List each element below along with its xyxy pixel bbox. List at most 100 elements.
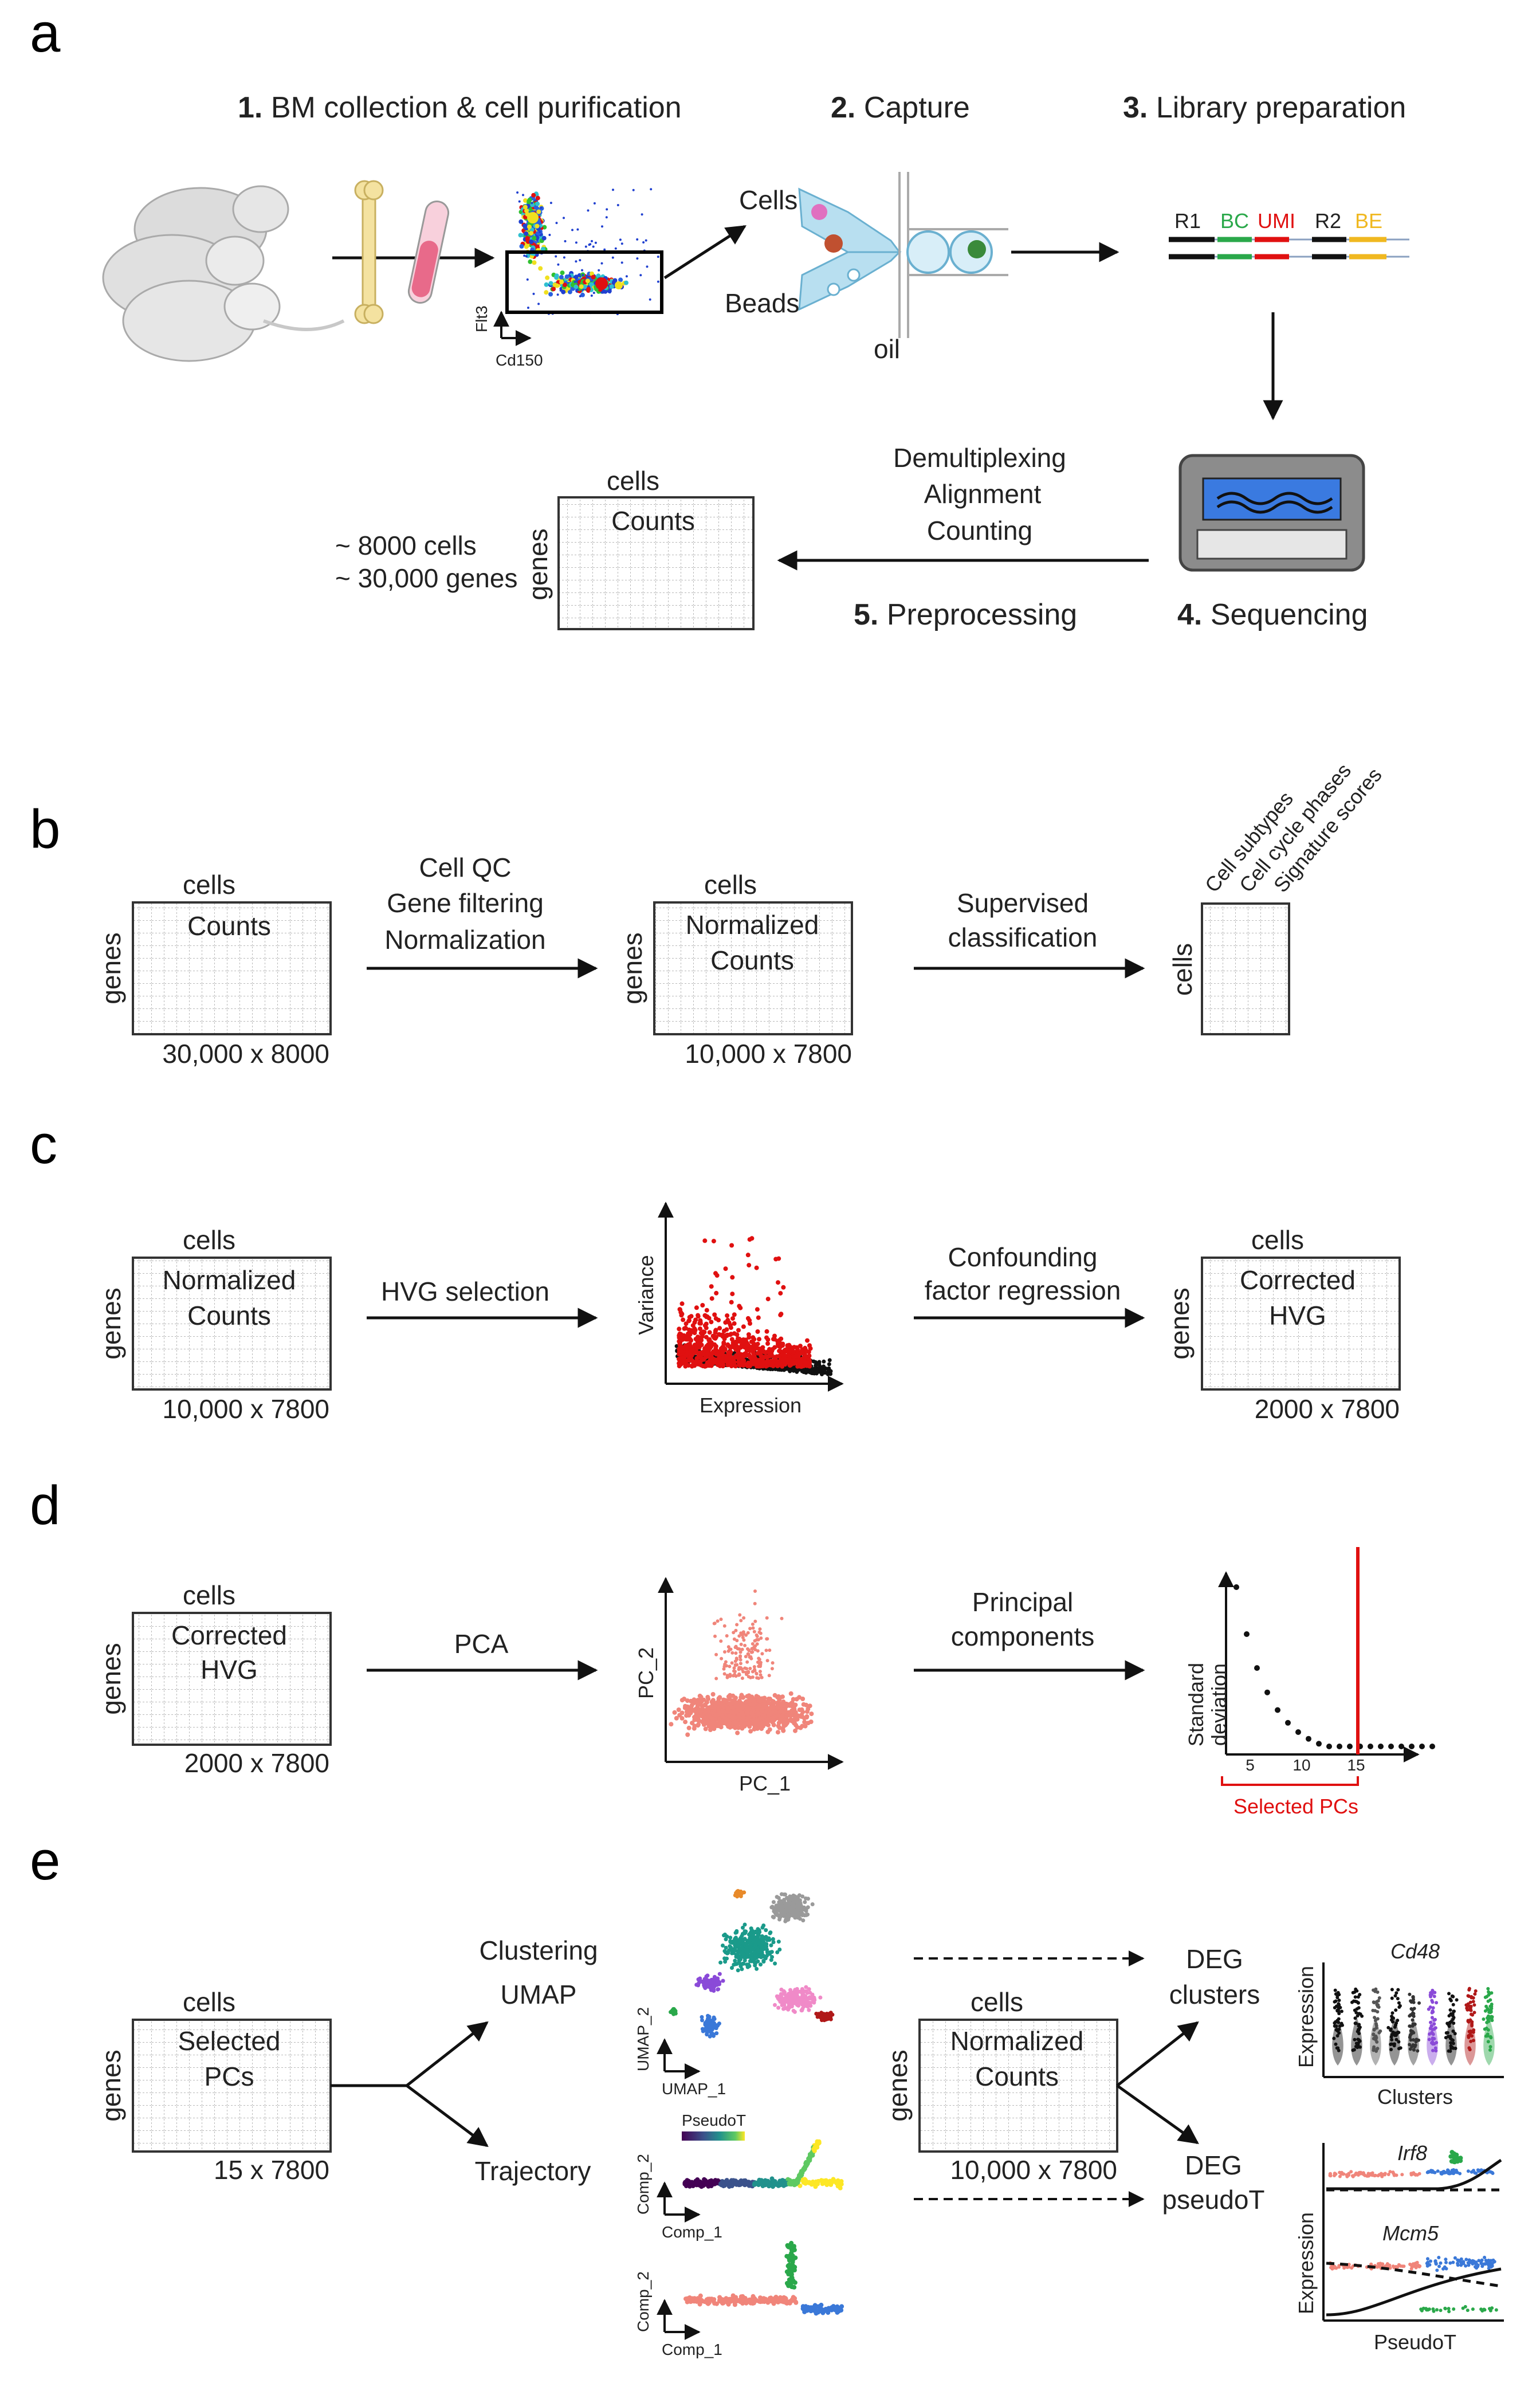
mice-illustration: [102, 185, 345, 362]
scatter-dot: [573, 276, 576, 278]
scatter-dot: [726, 1951, 730, 1955]
matrix-b3: cells Cell subtypes Cell cycle phases Si…: [1168, 759, 1386, 1035]
matrix-e1-title-2: PCs: [205, 2062, 254, 2091]
scatter-dot: [738, 1613, 742, 1617]
scatter-dot: [739, 1693, 744, 1698]
scatter-dot: [802, 1355, 807, 1360]
scatter-dot: [723, 1650, 726, 1654]
scatter-dot: [740, 1359, 745, 1364]
scatter-dot: [767, 2184, 772, 2189]
scatter-dot: [802, 1719, 807, 1725]
matrix-b2-dims: 10,000 x 7800: [685, 1039, 852, 1069]
scatter-dot: [724, 1660, 728, 1664]
scatter-dot: [771, 1706, 776, 1711]
scatter-dot: [620, 242, 623, 245]
scatter-dot: [823, 2017, 828, 2022]
scatter-dot: [773, 1961, 777, 1966]
panel-label-d: d: [30, 1475, 60, 1536]
scatter-dot: [592, 245, 595, 248]
scatter-dot: [701, 1717, 706, 1722]
scatter-dot: [755, 1671, 759, 1675]
scatter-dot: [529, 231, 534, 236]
scatter-dot: [625, 275, 628, 278]
scatter-dot: [712, 2033, 716, 2038]
scatter-dot: [768, 1950, 772, 1954]
scatter-dot: [1398, 1744, 1404, 1749]
scatter-dot: [767, 1674, 771, 1678]
matrix-b2-title-1: Normalized: [686, 910, 819, 940]
scatter-dot: [713, 1701, 718, 1706]
scatter-dot: [557, 263, 560, 266]
scatter-dot: [548, 234, 551, 236]
scatter-dot: [548, 281, 553, 286]
scatter-dot: [788, 1913, 793, 1917]
scatter-dot: [732, 1331, 737, 1336]
scatter-dot: [776, 1367, 780, 1372]
scatter-dot: [560, 270, 565, 276]
scatter-dot: [736, 1955, 740, 1960]
hvg-plot: Variance Expression: [634, 1202, 844, 1417]
arrow-c2-labels: Confounding factor regression: [925, 1242, 1121, 1305]
matrix-b1-side: genes: [96, 932, 126, 1004]
scatter-dot: [516, 191, 519, 194]
scatter-dot: [753, 1639, 757, 1643]
scatter-dot: [723, 1266, 728, 1271]
scatter-dot: [685, 1732, 690, 1737]
scatter-dot: [790, 2180, 795, 2184]
scatter-dot: [694, 1345, 700, 1351]
scatter-dot: [741, 1947, 745, 1952]
scatter-dot: [575, 260, 578, 263]
matrix-b2-top: cells: [704, 870, 757, 900]
scatter-dot: [757, 1337, 761, 1342]
scatter-dot: [709, 2178, 714, 2183]
scatter-dot: [802, 1905, 806, 1910]
scatter-dot: [692, 1717, 697, 1722]
scatter-dot: [684, 1709, 689, 1714]
scatter-dot: [583, 284, 587, 289]
scatter-dot: [755, 1329, 760, 1334]
scatter-dot: [698, 2184, 704, 2189]
arrow-b2-labels: Supervised classification: [948, 888, 1098, 952]
scatter-dot: [756, 1315, 761, 1320]
scatter-dot: [605, 216, 608, 219]
scatter-dot: [563, 256, 565, 259]
read-bc: BC: [1220, 209, 1249, 233]
scatter-dot: [785, 1903, 789, 1908]
scatter-dot: [694, 1305, 699, 1310]
scatter-dot: [641, 213, 643, 216]
scatter-dot: [544, 282, 549, 287]
scatter-dot: [730, 1291, 735, 1297]
scatter-dot: [804, 2160, 809, 2165]
scatter-dot: [573, 274, 579, 280]
scatter-dot: [804, 1371, 808, 1375]
scatter-dot: [700, 1356, 705, 1361]
branch-trajectory: Trajectory: [475, 2156, 591, 2186]
scatter-dot: [692, 1724, 697, 1729]
scatter-dot: [539, 230, 541, 233]
scatter-dot: [760, 1652, 764, 1656]
scatter-dot: [806, 1905, 810, 1910]
arrow-b1-line-1: Cell QC: [419, 853, 511, 882]
scatter-dot: [734, 1644, 738, 1648]
scatter-dot: [738, 1962, 743, 1966]
scatter-dot: [760, 1675, 764, 1679]
scatter-dot: [771, 1900, 776, 1905]
scatter-dot: [529, 239, 534, 244]
scatter-dot: [688, 1698, 693, 1703]
scatter-dot: [752, 1337, 757, 1342]
scatter-dot: [704, 1314, 709, 1319]
scatter-dot: [1388, 1744, 1394, 1749]
scatter-dot: [600, 262, 603, 265]
scatter-dot: [791, 1349, 796, 1355]
scatter-dot: [704, 1363, 709, 1368]
scatter-dot: [772, 2179, 776, 2184]
pca-ylabel: PC_2: [634, 1647, 658, 1699]
scatter-dot: [699, 1338, 704, 1342]
scatter-dot: [755, 1307, 760, 1312]
scatter-dot: [765, 1659, 769, 1663]
scatter-dot: [718, 1960, 723, 1965]
elbow-plot: Standard deviation 5 10 15 Selected PCs: [1184, 1547, 1435, 1818]
scatter-dot: [725, 1705, 730, 1710]
scatter-dot: [564, 240, 567, 242]
scatter-dot: [738, 1666, 742, 1670]
